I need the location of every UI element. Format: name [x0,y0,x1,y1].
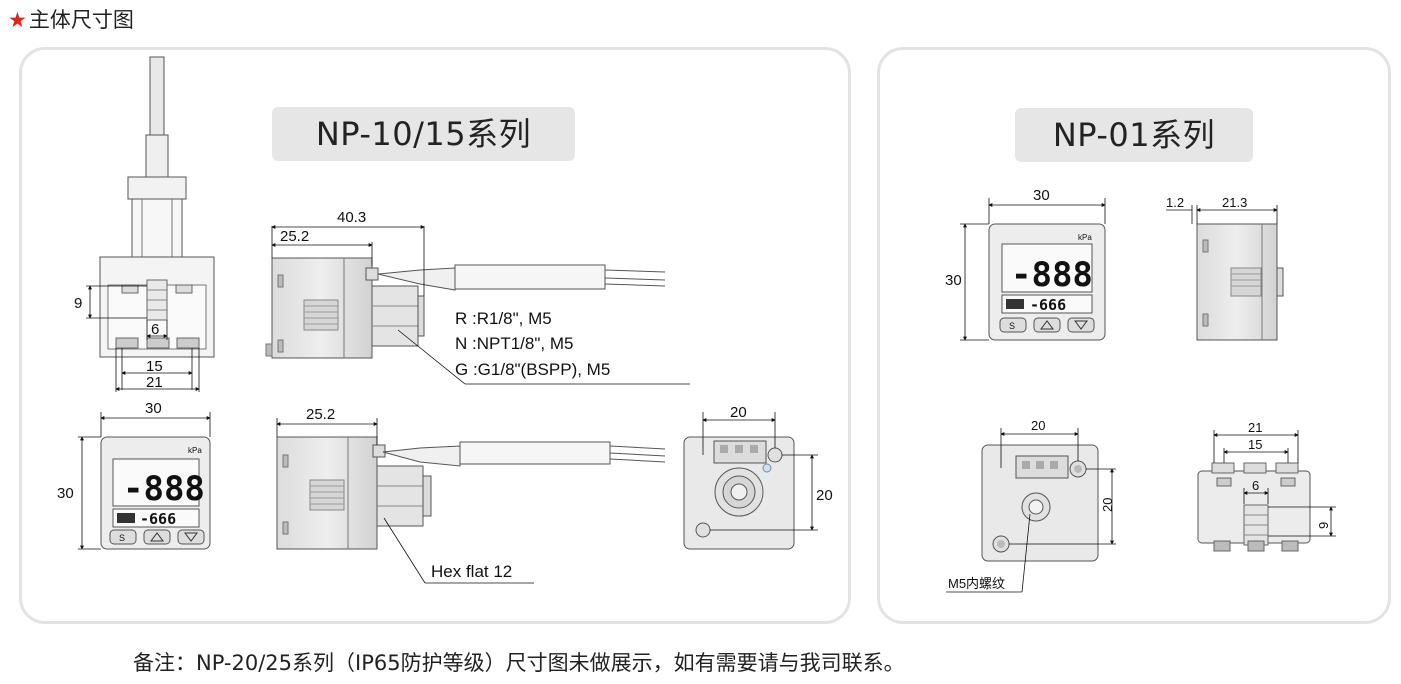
down-arrow-icon [1074,320,1088,330]
np10-dim-25-2: 25.2 [280,228,309,245]
np01-bottom-dim-9: 9 [1316,522,1331,529]
np10-s-button-label: S [119,533,125,543]
np10-back-view: 20 20 [683,404,833,550]
hex-flat-label: Hex flat 12 [431,562,512,581]
np10-dim-25-2-b: 25.2 [306,406,335,423]
thread-option-g: G :G1/8"(BSPP), M5 [455,360,610,379]
np10-sub-readout: -666 [140,510,176,528]
np01-down-button [1067,317,1095,333]
np01-side-view: 1.2 21.3 [1166,195,1284,341]
np10-front-view: 9 6 15 21 [74,56,215,392]
np10-back-dim-20-w: 20 [730,404,747,421]
np01-dim-21-3: 21.3 [1222,195,1247,210]
np-10-15-series-label: NP-10/15系列 [272,107,575,161]
np01-unit-label: kPa [1078,233,1092,242]
np10-unit-label: kPa [188,446,202,455]
np10-back-dim-20-h: 20 [816,487,833,504]
m5-thread-label: M5内螺纹 [948,576,1005,591]
np01-display-view: kPa -888 -666 S 30 30 [945,187,1106,341]
np01-bottom-dim-21: 21 [1248,420,1262,435]
np01-back-dim-20-h: 20 [1100,498,1115,512]
section-heading: ★主体尺寸图 [8,4,134,34]
np10-side-view: 40.3 25.2 R :R1/8", M5 N :NPT1/8", M5 G … [265,209,690,385]
np10-dim-30-h: 30 [57,485,74,502]
star-icon: ★ [8,8,27,32]
np10-display-view: kPa -888 -666 S 30 30 [57,400,211,550]
np10-down-button [177,529,205,545]
up-arrow-icon [150,532,164,542]
np01-bottom-dim-6: 6 [1252,478,1259,493]
footnote: 备注：NP-20/25系列（IP65防护等级）尺寸图未做展示，如有需要请与我司联… [133,651,905,675]
np01-up-button [1033,317,1061,333]
up-arrow-icon [1040,320,1054,330]
np01-dim-30-w: 30 [1033,187,1050,204]
down-arrow-icon [184,532,198,542]
np01-bottom-dim-15: 15 [1248,437,1262,452]
np-01-series-label: NP-01系列 [1015,108,1253,162]
np01-bottom-view: 21 15 6 9 [1197,420,1336,552]
np10-side-view-2: 25.2 Hex flat 12 [276,406,666,584]
np10-dim-40-3: 40.3 [337,209,366,226]
np10-up-button [143,529,171,545]
section-heading-text: 主体尺寸图 [28,8,134,32]
np10-s-button [109,529,137,545]
np01-s-button-label: S [1009,321,1015,331]
np10-dim-6: 6 [151,321,159,338]
np10-main-readout: -888 [123,469,205,509]
np01-back-dim-20-w: 20 [1031,418,1045,433]
np01-dim-1-2: 1.2 [1166,195,1184,210]
thread-option-n: N :NPT1/8", M5 [455,334,573,353]
np01-s-button [999,317,1027,333]
np10-dim-21: 21 [146,374,163,391]
thread-option-r: R :R1/8", M5 [455,309,552,328]
np01-dim-30-h: 30 [945,272,962,289]
np01-sub-readout: -666 [1030,296,1066,314]
np01-back-view: 20 20 M5内螺纹 [946,418,1116,593]
np10-dim-30-w: 30 [145,400,162,417]
np10-dim-9: 9 [74,295,82,312]
np10-dim-15: 15 [146,358,163,375]
np01-main-readout: -888 [1011,255,1093,295]
